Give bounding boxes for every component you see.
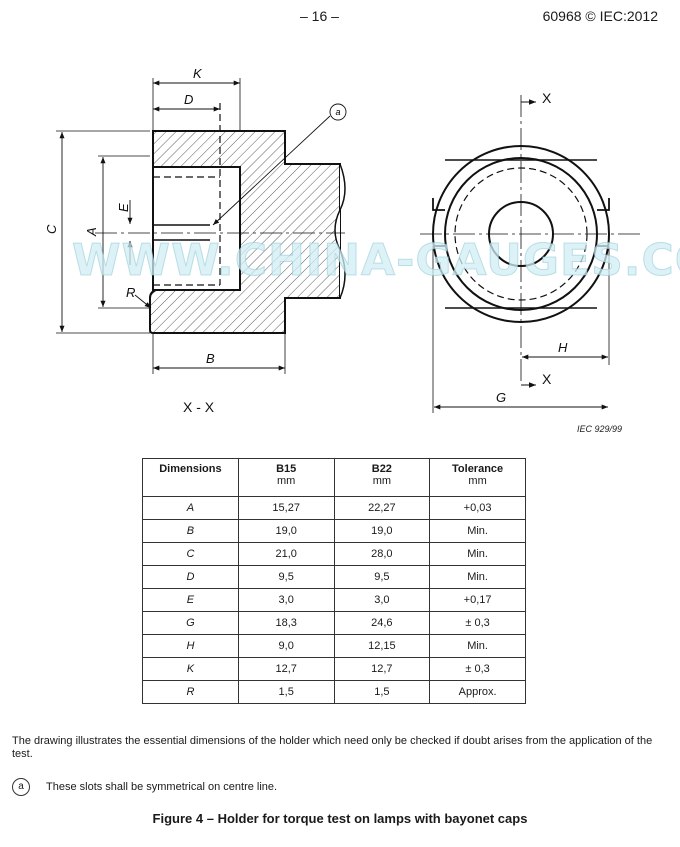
page-number: – 16 –: [300, 8, 339, 24]
footnote-text: These slots shall be symmetrical on cent…: [46, 781, 278, 793]
dimension-b-label: B: [206, 351, 215, 366]
table-header: Dimensions: [142, 458, 239, 497]
dimension-a-label: A: [84, 227, 99, 237]
section-label: X - X: [183, 399, 215, 415]
figure-caption: Figure 4 – Holder for torque test on lam…: [152, 811, 528, 826]
dimension-e-label: E: [116, 203, 131, 212]
watermark: WWW.CHINA-GAUGES.COM: [72, 235, 680, 286]
svg-text:a: a: [335, 107, 340, 117]
footnote-marker: a: [12, 778, 30, 796]
dimension-d-label: D: [184, 92, 193, 107]
dimension-g-label: G: [496, 390, 506, 405]
section-mark-top: X: [542, 90, 552, 106]
dimension-h-label: H: [558, 340, 568, 355]
holder-bore: [152, 166, 241, 291]
break-line: [334, 163, 346, 299]
dimension-r-label: R: [126, 285, 135, 300]
technical-drawing: K D C A E R B a X - X: [44, 66, 680, 434]
iec-figure-reference: IEC 929/99: [577, 424, 622, 434]
note-a-leader: [212, 115, 331, 226]
note-a-marker: [329, 103, 347, 121]
section-mark-bottom: X: [542, 371, 552, 387]
dimension-k-label: K: [193, 66, 203, 81]
drawing-note: The drawing illustrates the essential di…: [12, 735, 653, 760]
standard-reference: 60968 © IEC:2012: [542, 8, 658, 24]
end-view: X X H G IEC 929/99: [420, 90, 640, 434]
dimension-c-label: C: [44, 224, 59, 234]
section-view: K D C A E R B a X - X: [44, 66, 347, 415]
